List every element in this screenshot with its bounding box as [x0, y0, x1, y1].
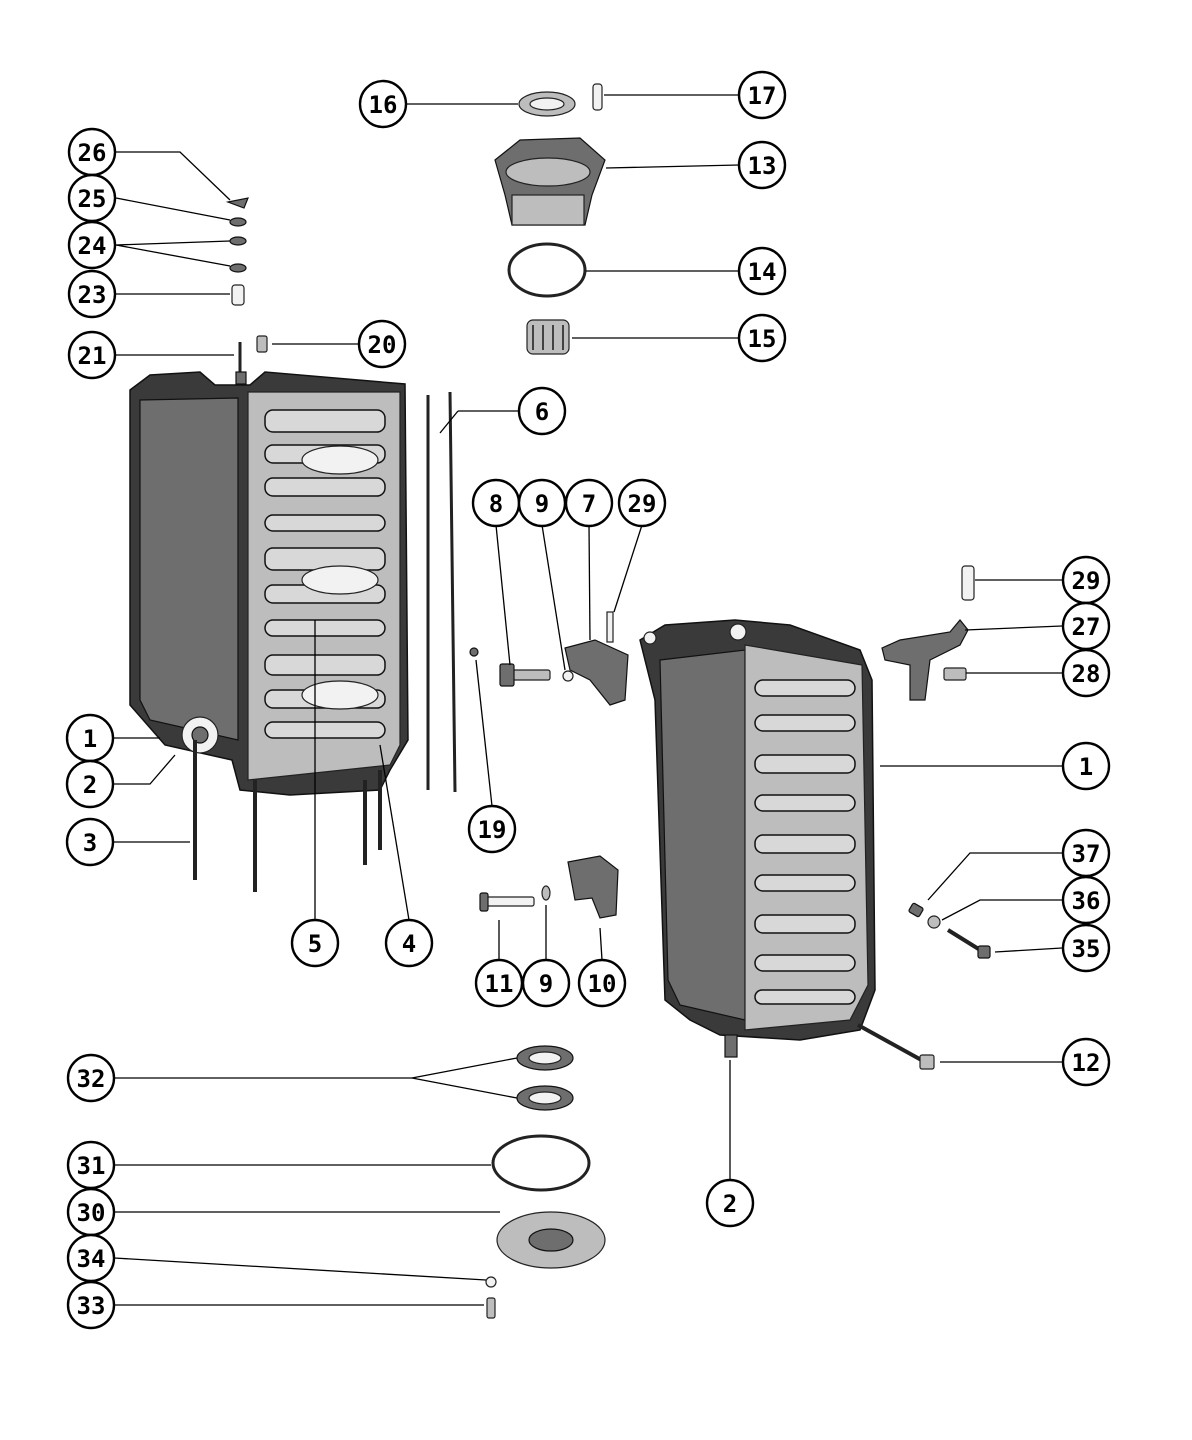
- callout-36: 36: [1061, 875, 1111, 925]
- svg-text:35: 35: [1072, 935, 1101, 963]
- cylinder-block-ribs: [264, 409, 386, 739]
- callout-28: 28: [1061, 648, 1111, 698]
- svg-text:30: 30: [77, 1199, 106, 1227]
- svg-text:8: 8: [489, 490, 503, 518]
- callout-3: 3: [65, 817, 115, 867]
- shift-lever-parts: [881, 565, 975, 701]
- callout-27: 27: [1061, 601, 1111, 651]
- svg-text:28: 28: [1072, 660, 1101, 688]
- callouts: 16 17 13 14 15 26 25 24 23 21 20 6 8 9 7…: [65, 70, 1111, 1330]
- callout-30: 30: [66, 1187, 116, 1237]
- block-studs: [193, 740, 382, 892]
- callout-29-upper: 29: [617, 478, 667, 528]
- upper-bearing-parts: [494, 83, 606, 355]
- callout-12: 12: [1061, 1037, 1111, 1087]
- callout-16: 16: [358, 79, 408, 129]
- callout-26: 26: [67, 127, 117, 177]
- svg-text:3: 3: [83, 829, 97, 857]
- callout-25: 25: [67, 173, 117, 223]
- callout-7: 7: [564, 478, 614, 528]
- callout-23: 23: [67, 269, 117, 319]
- svg-text:13: 13: [748, 152, 777, 180]
- svg-text:24: 24: [78, 232, 107, 260]
- svg-text:5: 5: [308, 930, 322, 958]
- svg-text:29: 29: [1072, 567, 1101, 595]
- svg-text:10: 10: [588, 970, 617, 998]
- callout-11: 11: [474, 958, 524, 1008]
- crankcase-cover-ribs: [754, 679, 856, 1005]
- svg-text:34: 34: [77, 1245, 106, 1273]
- callout-4: 4: [384, 918, 434, 968]
- throttle-linkage-parts: [469, 611, 629, 706]
- callout-2-left: 2: [65, 759, 115, 809]
- callout-2-right: 2: [705, 1178, 755, 1228]
- callout-32: 32: [66, 1053, 116, 1103]
- svg-text:17: 17: [748, 82, 777, 110]
- svg-text:23: 23: [78, 281, 107, 309]
- svg-text:6: 6: [535, 398, 549, 426]
- callout-33: 33: [66, 1280, 116, 1330]
- svg-text:1: 1: [1079, 753, 1093, 781]
- svg-text:11: 11: [485, 970, 514, 998]
- svg-text:20: 20: [368, 331, 397, 359]
- callout-19: 19: [467, 804, 517, 854]
- svg-text:16: 16: [369, 91, 398, 119]
- callout-29-right: 29: [1061, 555, 1111, 605]
- callout-20: 20: [357, 319, 407, 369]
- leader-lines: [113, 94, 1063, 1306]
- cover-bolts: [857, 902, 991, 1070]
- callout-6: 6: [517, 386, 567, 436]
- svg-text:7: 7: [582, 490, 596, 518]
- callout-35: 35: [1061, 923, 1111, 973]
- callout-1-right: 1: [1061, 741, 1111, 791]
- svg-text:1: 1: [83, 725, 97, 753]
- svg-text:33: 33: [77, 1292, 106, 1320]
- svg-text:4: 4: [402, 930, 416, 958]
- fuel-pump-fittings: [225, 197, 268, 385]
- svg-text:12: 12: [1072, 1049, 1101, 1077]
- lower-bearing-parts: [485, 1045, 606, 1319]
- svg-text:29: 29: [628, 490, 657, 518]
- svg-text:36: 36: [1072, 887, 1101, 915]
- callout-15: 15: [737, 313, 787, 363]
- svg-text:32: 32: [77, 1065, 106, 1093]
- svg-text:2: 2: [83, 771, 97, 799]
- callout-37: 37: [1061, 828, 1111, 878]
- callout-10: 10: [577, 958, 627, 1008]
- callout-34: 34: [66, 1233, 116, 1283]
- callout-9-upper: 9: [517, 478, 567, 528]
- svg-text:19: 19: [478, 816, 507, 844]
- svg-text:21: 21: [78, 342, 107, 370]
- lower-bracket-parts: [479, 855, 619, 919]
- svg-text:27: 27: [1072, 613, 1101, 641]
- callout-21: 21: [67, 330, 117, 380]
- svg-text:15: 15: [748, 325, 777, 353]
- svg-text:9: 9: [539, 970, 553, 998]
- callout-24: 24: [67, 220, 117, 270]
- callout-14: 14: [737, 246, 787, 296]
- svg-text:31: 31: [77, 1152, 106, 1180]
- svg-text:37: 37: [1072, 840, 1101, 868]
- callout-5: 5: [290, 918, 340, 968]
- dowel-rods: [426, 391, 457, 793]
- callout-1-left: 1: [65, 713, 115, 763]
- svg-text:25: 25: [78, 185, 107, 213]
- callout-17: 17: [737, 70, 787, 120]
- callout-31: 31: [66, 1140, 116, 1190]
- crankcase-cover: [639, 619, 876, 1058]
- svg-text:14: 14: [748, 258, 777, 286]
- svg-text:26: 26: [78, 139, 107, 167]
- cylinder-block: [129, 371, 409, 796]
- callout-9-lower: 9: [521, 958, 571, 1008]
- callout-13: 13: [737, 140, 787, 190]
- svg-text:2: 2: [723, 1190, 737, 1218]
- callout-8: 8: [471, 478, 521, 528]
- svg-text:9: 9: [535, 490, 549, 518]
